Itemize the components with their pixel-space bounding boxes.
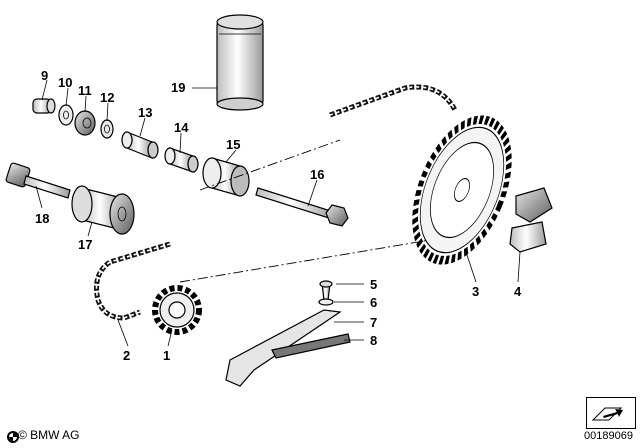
bmw-roundel-icon bbox=[7, 431, 19, 443]
ring-part bbox=[100, 119, 114, 139]
rubber-damper-part bbox=[509, 187, 553, 253]
leader-lines bbox=[35, 79, 521, 347]
bush-part bbox=[202, 157, 250, 197]
callout-13: 13 bbox=[138, 105, 152, 120]
screw-part bbox=[319, 280, 333, 301]
bearing-nut-part bbox=[74, 110, 96, 136]
callout-2: 2 bbox=[123, 348, 130, 363]
washer-small-part bbox=[318, 298, 334, 306]
callout-16: 16 bbox=[310, 167, 324, 182]
rear-sprocket-part bbox=[412, 115, 512, 265]
callout-10: 10 bbox=[58, 75, 72, 90]
arrow-icon bbox=[591, 407, 623, 421]
spacer-sleeve-2-part bbox=[164, 147, 199, 173]
copyright-text: © BMW AG bbox=[6, 428, 80, 442]
spacer-sleeve-part bbox=[121, 131, 159, 159]
callout-14: 14 bbox=[174, 120, 189, 135]
grease-tube-part bbox=[216, 14, 264, 111]
callout-7: 7 bbox=[370, 315, 377, 330]
callout-1: 1 bbox=[163, 348, 170, 363]
callout-11: 11 bbox=[78, 83, 92, 98]
socket-screw-part bbox=[5, 162, 71, 199]
centerline bbox=[199, 139, 341, 191]
callout-5: 5 bbox=[370, 277, 377, 292]
callout-19: 19 bbox=[171, 80, 185, 95]
washer-part bbox=[58, 104, 74, 126]
navigation-arrow-box[interactable] bbox=[586, 397, 636, 429]
callout-18: 18 bbox=[35, 211, 49, 226]
roller-part bbox=[71, 185, 135, 235]
callout-9: 9 bbox=[41, 68, 48, 83]
callout-12: 12 bbox=[100, 90, 114, 105]
small-sleeve-part bbox=[32, 98, 56, 114]
front-sprocket-part bbox=[152, 285, 202, 335]
callout-17: 17 bbox=[78, 237, 92, 252]
callout-8: 8 bbox=[370, 333, 377, 348]
chain-guide-part bbox=[225, 309, 351, 387]
callout-6: 6 bbox=[370, 295, 377, 310]
centerline-2 bbox=[179, 239, 431, 283]
copyright-label: © BMW AG bbox=[18, 428, 80, 442]
callout-15: 15 bbox=[226, 137, 240, 152]
hex-bolt-part bbox=[255, 187, 349, 227]
callout-4: 4 bbox=[514, 284, 522, 299]
document-number: 00189069 bbox=[584, 430, 633, 442]
callout-3: 3 bbox=[472, 284, 479, 299]
